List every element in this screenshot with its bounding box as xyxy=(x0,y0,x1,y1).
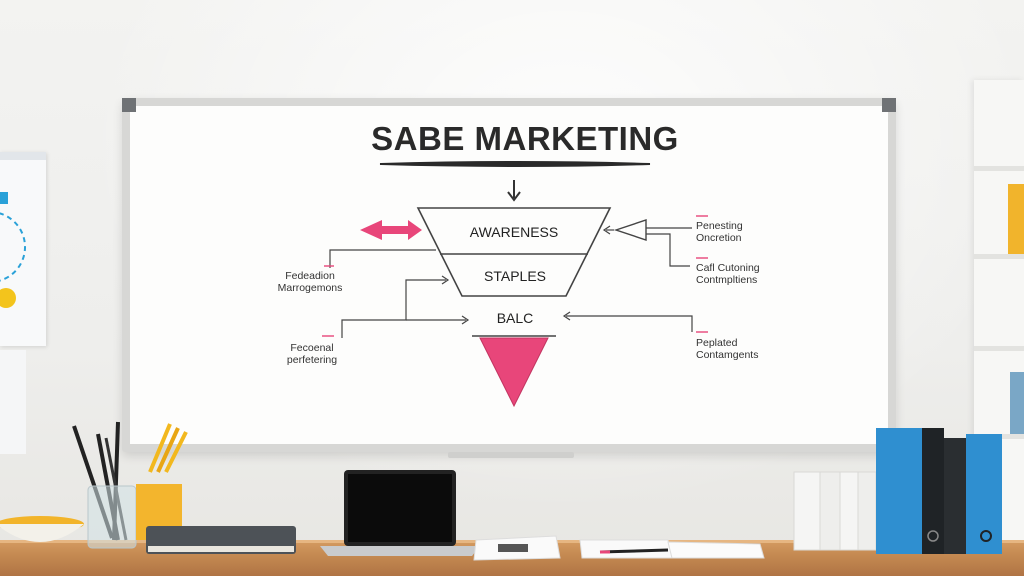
funnel-stage-balc: BALC xyxy=(496,310,534,326)
pencil xyxy=(164,431,188,473)
board-corner xyxy=(882,98,896,112)
funnel-stage-staples: STAPLES xyxy=(484,268,546,284)
right-note: Peplated Contamgents xyxy=(696,337,786,361)
wall-poster xyxy=(0,152,46,346)
shelf-book xyxy=(1010,372,1024,434)
pencil xyxy=(148,423,172,473)
shelf-board xyxy=(974,254,1024,259)
board-title: SABE MARKETING xyxy=(371,120,679,157)
left-note: Fedeadion Marrogemons xyxy=(270,270,350,294)
paper-sheet xyxy=(667,541,765,559)
right-note: Penesting Oncretion xyxy=(696,220,776,244)
pencil xyxy=(156,427,180,473)
shelf-book xyxy=(1008,184,1024,254)
marker-tray xyxy=(448,452,574,458)
funnel-diagram xyxy=(322,161,708,408)
desk-items xyxy=(0,421,1002,561)
note-line: perfetering xyxy=(286,354,338,366)
board-corner xyxy=(122,98,136,112)
wall-paper xyxy=(0,350,26,454)
shelf-board xyxy=(974,346,1024,351)
binder-blue xyxy=(966,434,1002,554)
funnel-stage-awareness: AWARENESS xyxy=(469,224,559,240)
note-line: Fecoenal xyxy=(290,342,334,354)
binder-black xyxy=(922,428,944,554)
shelf-board xyxy=(974,166,1024,171)
note-line: Fedeadion xyxy=(285,270,335,282)
note-line: Contmpltiens xyxy=(696,274,758,286)
binder-black xyxy=(944,438,966,554)
note-line: Cafl Cutoning xyxy=(696,262,760,274)
binder-blue xyxy=(876,428,922,554)
laptop-base xyxy=(320,546,480,556)
note-line: Peplated xyxy=(696,337,738,349)
pen xyxy=(599,548,669,554)
bowl xyxy=(0,524,84,542)
note-line: Marrogemons xyxy=(277,282,343,294)
note-line: Penesting xyxy=(696,220,743,232)
left-note: Fecoenal perfetering xyxy=(276,342,348,366)
note-line: Oncretion xyxy=(696,232,742,244)
binder xyxy=(839,471,859,551)
glass-jar xyxy=(87,485,137,549)
binder xyxy=(793,471,821,551)
binder xyxy=(819,471,841,551)
right-note: Cafl Cutoning Contmpltiens xyxy=(696,262,786,286)
note-line: Contamgents xyxy=(696,349,759,361)
binder xyxy=(857,471,877,551)
